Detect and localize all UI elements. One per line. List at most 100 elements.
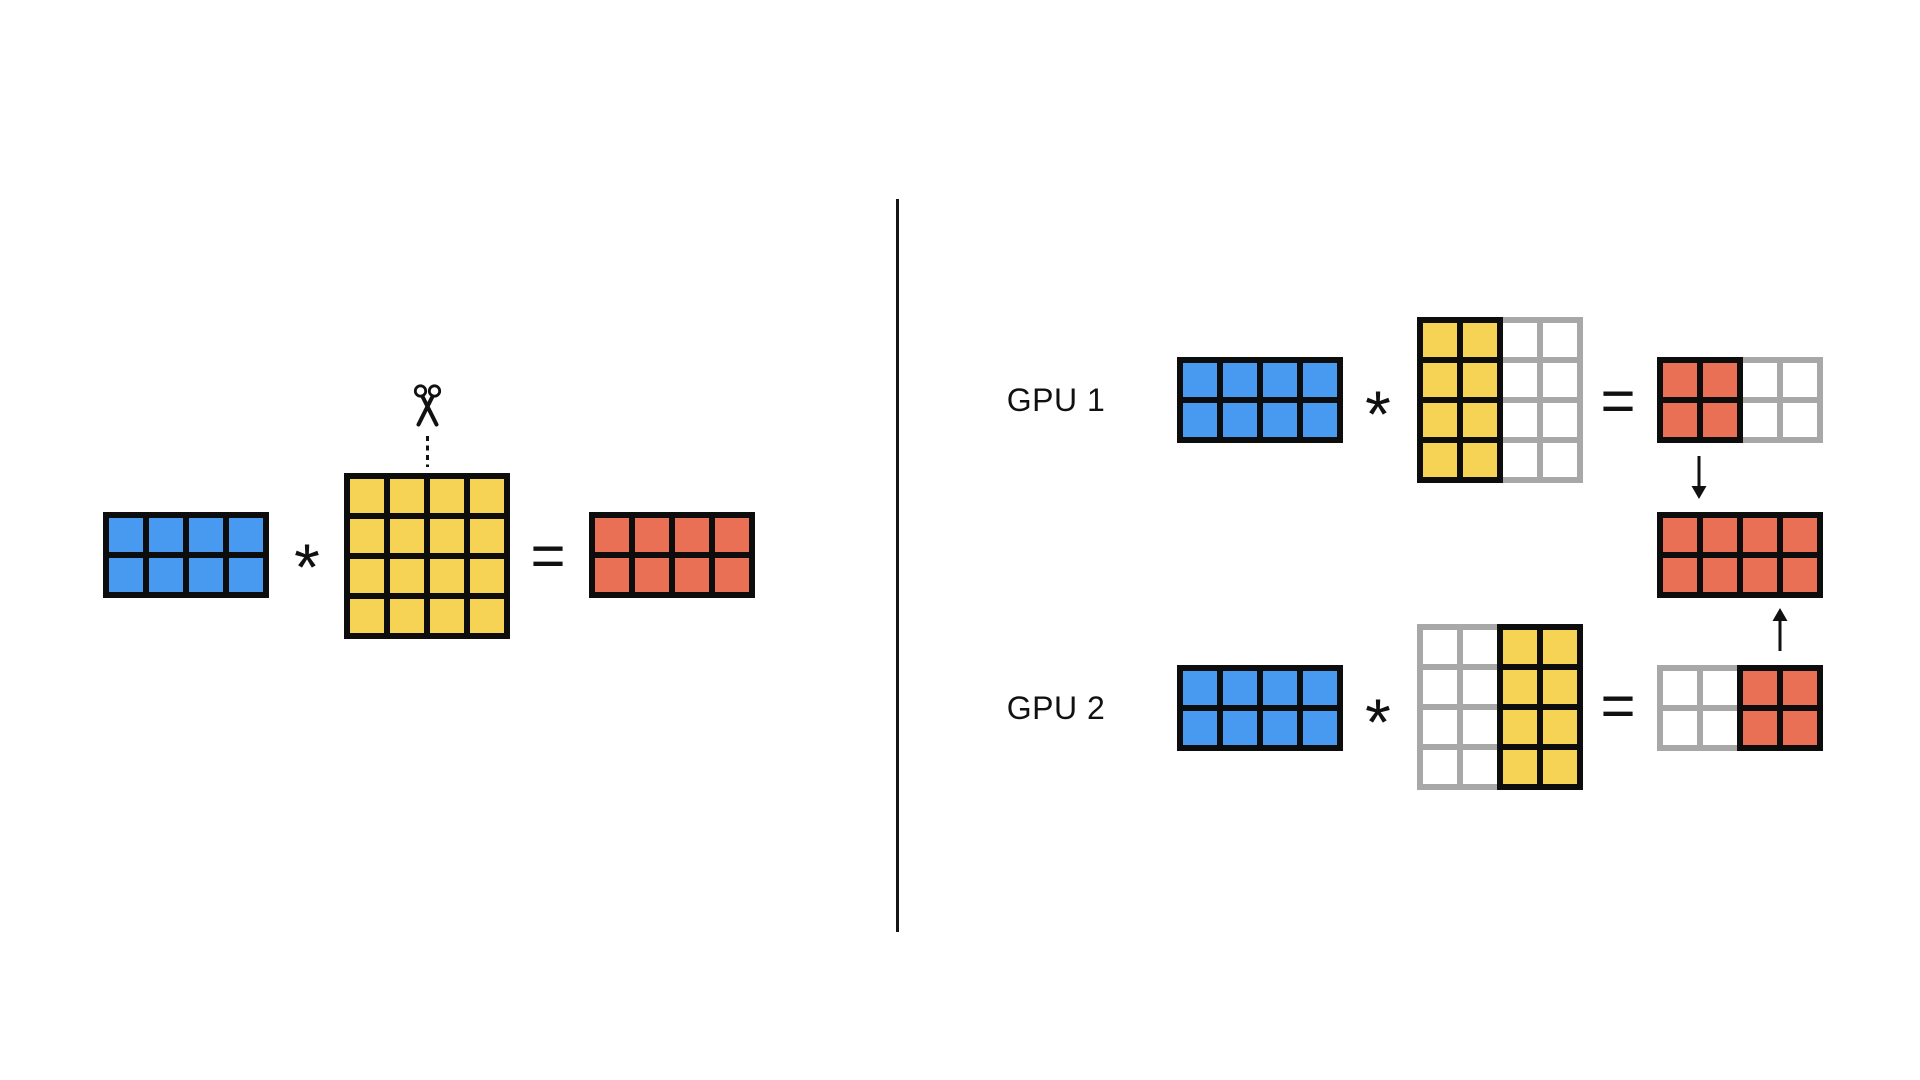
matrix-cell xyxy=(430,599,464,633)
gpu1-multiply-operator: * xyxy=(1365,376,1391,451)
matrix-cell xyxy=(1543,323,1577,357)
matrix-cell xyxy=(1463,750,1497,784)
matrix-half xyxy=(1497,624,1583,790)
matrix-cell xyxy=(1743,518,1777,552)
matrix-cell xyxy=(1303,403,1337,437)
matrix-half xyxy=(103,512,269,598)
matrix-cell xyxy=(1543,750,1577,784)
matrix-cell xyxy=(1703,363,1737,397)
matrix-cell xyxy=(1663,363,1697,397)
up-arrow-icon xyxy=(1772,608,1788,651)
matrix-cell xyxy=(1183,403,1217,437)
matrix-cell xyxy=(1463,630,1497,664)
matrix-half xyxy=(1177,665,1343,751)
scissors-icon xyxy=(413,384,442,427)
matrix-cell xyxy=(1543,630,1577,664)
gpu1-input-matrix xyxy=(1177,357,1343,443)
matrix-cell xyxy=(635,558,669,592)
matrix-cell xyxy=(1223,711,1257,745)
matrix-cell xyxy=(350,519,384,553)
matrix-cell xyxy=(1663,518,1697,552)
matrix-cell xyxy=(1543,670,1577,704)
matrix-cell xyxy=(1543,403,1577,437)
gpu1-output-matrix xyxy=(1657,357,1823,443)
matrix-cell xyxy=(1183,363,1217,397)
gpu2-input-matrix xyxy=(1177,665,1343,751)
combined-output-matrix xyxy=(1657,512,1823,598)
matrix-cell xyxy=(390,599,424,633)
gpu1-equals-operator: = xyxy=(1600,366,1636,434)
matrix-cell xyxy=(1263,363,1297,397)
matrix-cell xyxy=(430,479,464,513)
matrix-cell xyxy=(350,599,384,633)
matrix-cell xyxy=(1503,403,1537,437)
matrix-cell xyxy=(595,558,629,592)
gpu1-label: GPU 1 xyxy=(1006,381,1106,418)
matrix-cell xyxy=(1503,750,1537,784)
matrix-half xyxy=(1657,512,1823,598)
matrix-half xyxy=(1743,357,1823,443)
matrix-cell xyxy=(390,479,424,513)
matrix-cell xyxy=(149,518,183,552)
matrix-cell xyxy=(1463,670,1497,704)
matrix-cell xyxy=(430,559,464,593)
matrix-cell xyxy=(1503,323,1537,357)
matrix-cell xyxy=(1743,403,1777,437)
matrix-cell xyxy=(1703,403,1737,437)
gpu2-label: GPU 2 xyxy=(1006,689,1106,726)
matrix-cell xyxy=(1463,443,1497,477)
matrix-cell xyxy=(350,559,384,593)
matrix-cell xyxy=(1503,670,1537,704)
matrix-cell xyxy=(1303,671,1337,705)
matrix-cell xyxy=(1303,363,1337,397)
matrix-cell xyxy=(1503,630,1537,664)
down-arrow-icon xyxy=(1691,456,1707,499)
matrix-cell xyxy=(675,558,709,592)
gpu2-equals-operator: = xyxy=(1600,671,1636,739)
left-output-matrix xyxy=(589,512,755,598)
matrix-half xyxy=(589,512,755,598)
matrix-half xyxy=(344,473,510,639)
matrix-cell xyxy=(1783,518,1817,552)
matrix-cell xyxy=(1783,403,1817,437)
matrix-cell xyxy=(1543,710,1577,744)
matrix-cell xyxy=(1423,670,1457,704)
matrix-cell xyxy=(1223,671,1257,705)
matrix-half xyxy=(1657,357,1743,443)
matrix-cell xyxy=(1783,711,1817,745)
matrix-cell xyxy=(1263,711,1297,745)
matrix-cell xyxy=(229,558,263,592)
matrix-cell xyxy=(1263,403,1297,437)
matrix-cell xyxy=(715,558,749,592)
matrix-cell xyxy=(390,519,424,553)
matrix-half xyxy=(1417,317,1503,483)
matrix-cell xyxy=(1423,630,1457,664)
matrix-cell xyxy=(595,518,629,552)
matrix-cell xyxy=(1223,363,1257,397)
matrix-cell xyxy=(109,558,143,592)
matrix-cell xyxy=(1423,710,1457,744)
matrix-half xyxy=(1657,665,1737,751)
matrix-cell xyxy=(109,518,143,552)
matrix-cell xyxy=(1743,671,1777,705)
matrix-cell xyxy=(1663,671,1697,705)
matrix-cell xyxy=(1703,671,1737,705)
matrix-cell xyxy=(1183,671,1217,705)
matrix-cell xyxy=(1663,711,1697,745)
matrix-cell xyxy=(1423,363,1457,397)
matrix-cell xyxy=(1743,558,1777,592)
left-multiply-operator: * xyxy=(294,529,320,604)
matrix-half xyxy=(1417,624,1497,790)
matrix-cell xyxy=(149,558,183,592)
matrix-cell xyxy=(1423,443,1457,477)
matrix-cell xyxy=(189,558,223,592)
matrix-cell xyxy=(430,519,464,553)
matrix-cell xyxy=(1703,711,1737,745)
matrix-cell xyxy=(1783,558,1817,592)
matrix-cell xyxy=(1783,671,1817,705)
matrix-cell xyxy=(1423,750,1457,784)
matrix-cell xyxy=(1503,443,1537,477)
matrix-cell xyxy=(1743,363,1777,397)
matrix-cell xyxy=(1543,363,1577,397)
